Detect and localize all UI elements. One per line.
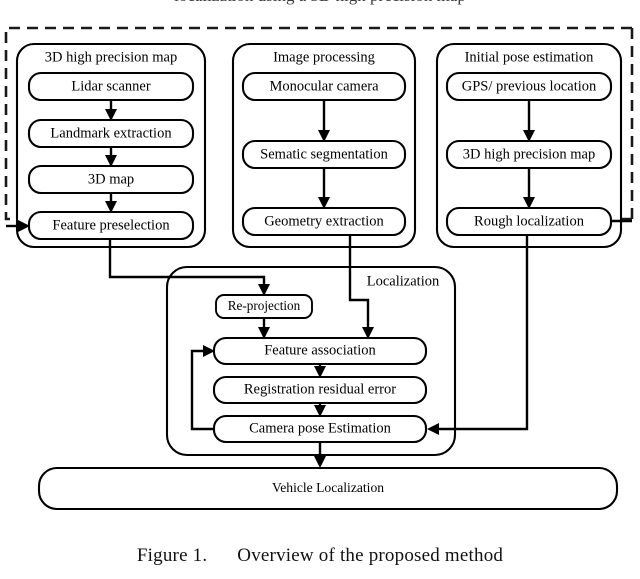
group-image-processing-label: Image processing: [273, 49, 375, 65]
edge-rough-to-camerapose-arrow: [427, 423, 439, 435]
group-localization-label: Localization: [367, 273, 440, 289]
edge-preselection-to-reprojection-arrow: [258, 284, 270, 296]
node-3d-map-label: 3D map: [88, 171, 134, 187]
node-feature-preselection-label: Feature preselection: [52, 217, 170, 233]
node-registration-residual-error-label: Registration residual error: [244, 381, 396, 397]
edge-association-to-registration-arrow: [314, 366, 326, 378]
edge-gps-to-3dmap-arrow: [523, 130, 535, 142]
node-sematic-segmentation-label: Sematic segmentation: [260, 146, 388, 162]
node-re-projection-label: Re-projection: [228, 298, 301, 313]
node-3d-high-precision-map-label: 3D high precision map: [463, 146, 596, 162]
edge-rough-to-camerapose: [437, 235, 529, 431]
edge-camerapose-to-vehicle-arrow: [314, 456, 326, 468]
edge-camerapose-feedback-to-association: [190, 349, 214, 431]
figure-caption-text: Overview of the proposed method: [237, 545, 504, 566]
clipped-heading-line: localization using a 3D high precision m…: [0, 0, 640, 16]
edge-3dmap-to-rough-arrow: [523, 197, 535, 209]
edge-geometry-to-association: [348, 235, 370, 330]
edge-geometry-to-association-arrow: [362, 327, 374, 339]
clipped-heading-text: localization using a 3D high precision m…: [0, 0, 640, 6]
edge-boundary-to-preselection-arrow: [18, 220, 30, 232]
group-initial-pose-label: Initial pose estimation: [465, 49, 595, 65]
node-camera-pose-estimation-label: Camera pose Estimation: [249, 420, 391, 436]
node-lidar-scanner-label: Lidar scanner: [71, 78, 150, 94]
edge-registration-to-camerapose-arrow: [314, 405, 326, 417]
node-gps-previous-location-label: GPS/ previous location: [462, 78, 597, 94]
node-landmark-extraction-label: Landmark extraction: [50, 125, 172, 141]
group-3d-map-label: 3D high precision map: [45, 49, 178, 65]
node-geometry-extraction-label: Geometry extraction: [264, 213, 384, 229]
edge-segmentation-to-geometry-arrow: [318, 197, 330, 209]
node-rough-localization-label: Rough localization: [474, 213, 585, 229]
edge-lidar-to-landmark-arrow: [105, 109, 117, 121]
edge-camerapose-feedback-arrow: [203, 345, 215, 357]
node-vehicle-localization[interactable]: [37, 466, 619, 511]
edge-camera-to-segmentation-arrow: [318, 130, 330, 142]
figure-caption-number: Figure 1.: [136, 545, 208, 566]
edge-preselection-to-reprojection: [108, 239, 266, 287]
node-monocular-camera-label: Monocular camera: [269, 78, 379, 94]
edge-reprojection-to-association-arrow: [258, 327, 270, 339]
edge-3dmap-to-preselection-arrow: [105, 201, 117, 213]
node-vehicle-localization-label: Vehicle Localization: [272, 480, 384, 495]
figure-caption: Figure 1. Overview of the proposed method: [0, 545, 640, 567]
node-feature-association-label: Feature association: [264, 342, 376, 358]
edge-landmark-to-3dmap-arrow: [105, 155, 117, 167]
